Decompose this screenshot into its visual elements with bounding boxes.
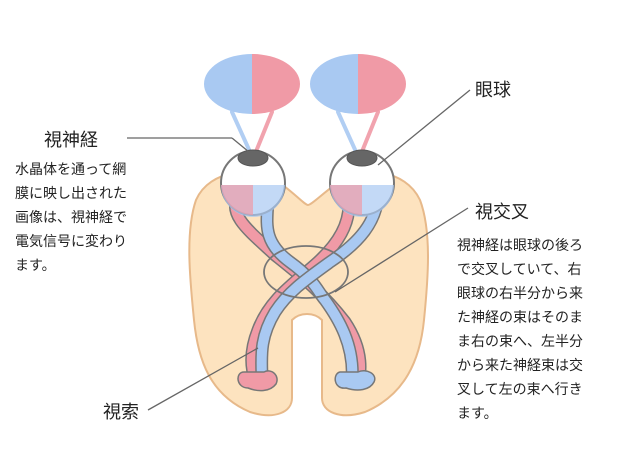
- description-left: 水晶体を通って網 膜に映し出された 画像は、視神経で 電気信号に変わり ます。: [15, 162, 127, 274]
- eyeball-left: [220, 149, 286, 217]
- lens-left: [237, 149, 269, 167]
- visual-field-right: [310, 54, 406, 114]
- label-eyeball: 眼球: [475, 80, 511, 101]
- label-optic-tract: 視索: [103, 402, 139, 423]
- brain-outline: [188, 171, 429, 417]
- label-optic-nerve: 視神経: [44, 130, 98, 151]
- optic-tract-end-right: [334, 370, 376, 391]
- description-right: 視神経は眼球の後ろ で交叉していて、右 眼球の右半分から来 た神経の束はそのま …: [457, 238, 583, 422]
- nerve-fibres: [228, 189, 385, 389]
- label-optic-chiasm: 視交叉: [475, 202, 529, 223]
- eyeball-right: [329, 149, 395, 217]
- optic-tract-end-left: [237, 370, 278, 392]
- chiasm-highlight: [263, 245, 349, 299]
- leader-lines: [127, 89, 471, 411]
- lens-right: [346, 149, 378, 167]
- visual-field-left: [204, 54, 300, 114]
